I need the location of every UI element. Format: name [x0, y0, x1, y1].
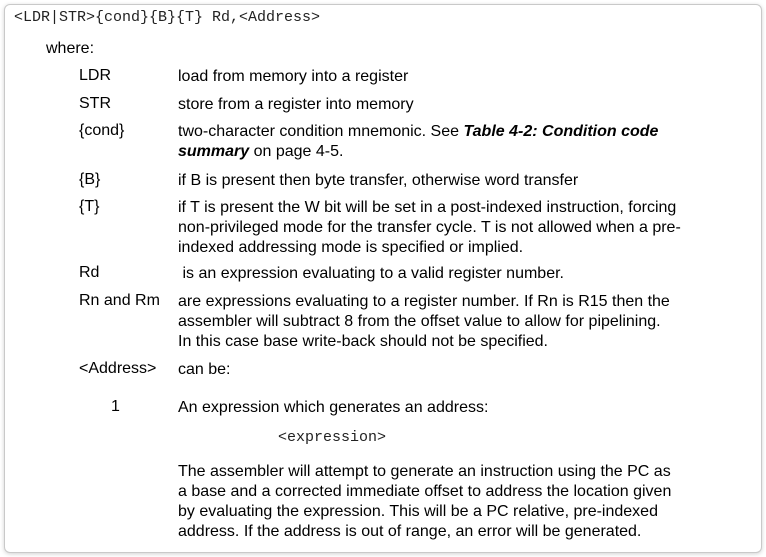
term-ldr: LDR [79, 67, 112, 84]
desc-line: two-character condition mnemonic. See Ta… [178, 122, 743, 142]
item-paragraph: The assembler will attempt to generate a… [178, 462, 743, 542]
table-reference-link[interactable]: Table 4-2: Condition code [463, 123, 659, 140]
term-str: STR [79, 95, 111, 112]
term-rn-rm: Rn and Rm [79, 292, 160, 309]
paragraph-line: a base and a corrected immediate offset … [178, 483, 672, 500]
desc-rd: is an expression evaluating to a valid r… [178, 264, 743, 284]
desc-line: load from memory into a register [178, 68, 409, 85]
term-address: <Address> [79, 360, 157, 377]
term-cond: {cond} [79, 122, 125, 139]
term-t: {T} [79, 198, 100, 215]
desc-line: In this case base write-back should not … [178, 333, 548, 350]
item-number: 1 [111, 398, 120, 415]
desc-text: two-character condition mnemonic. See [178, 123, 464, 140]
desc-text: on page 4-5. [249, 143, 344, 160]
desc-line: non-privileged mode for the transfer cyc… [178, 219, 681, 236]
item-text: An expression which generates an address… [178, 398, 743, 418]
desc-line: An expression which generates an address… [178, 399, 489, 416]
document-frame [4, 4, 762, 553]
term-rd: Rd [79, 264, 100, 281]
desc-line: can be: [178, 361, 231, 378]
paragraph-line: address. If the address is out of range,… [178, 523, 642, 540]
desc-ldr: load from memory into a register [178, 67, 743, 87]
desc-line: if T is present the W bit will be set in… [178, 199, 677, 216]
desc-rn-rm: are expressions evaluating to a register… [178, 292, 743, 352]
desc-line: summary on page 4-5. [178, 142, 743, 162]
desc-address: can be: [178, 360, 743, 380]
desc-line: if B is present then byte transfer, othe… [178, 172, 579, 189]
where-label: where: [46, 40, 95, 57]
paragraph-line: The assembler will attempt to generate a… [178, 463, 671, 480]
desc-line: is an expression evaluating to a valid r… [178, 265, 564, 282]
desc-t: if T is present the W bit will be set in… [178, 198, 743, 258]
desc-line: assembler will subtract 8 from the offse… [178, 313, 661, 330]
desc-line: store from a register into memory [178, 96, 414, 113]
expression-code: <expression> [278, 429, 387, 446]
term-b: {B} [79, 171, 101, 188]
desc-str: store from a register into memory [178, 95, 743, 115]
syntax-line: <LDR|STR>{cond}{B}{T} Rd,<Address> [14, 9, 321, 26]
desc-line: are expressions evaluating to a register… [178, 293, 670, 310]
table-reference-link[interactable]: summary [178, 143, 250, 160]
paragraph-line: by evaluating the expression. This will … [178, 503, 658, 520]
desc-cond: two-character condition mnemonic. See Ta… [178, 122, 743, 162]
desc-line: indexed addressing mode is specified or … [178, 239, 524, 256]
desc-b: if B is present then byte transfer, othe… [178, 171, 743, 191]
